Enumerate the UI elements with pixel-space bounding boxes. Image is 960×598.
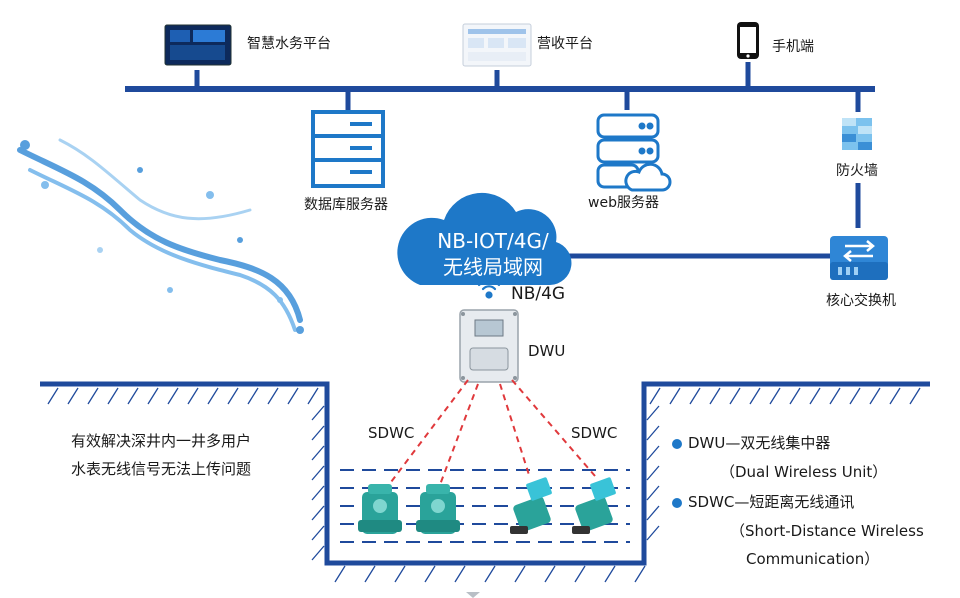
smart-water-platform-label: 智慧水务平台 — [247, 36, 331, 52]
smart-water-screen-icon — [164, 24, 232, 66]
web-server-label: web服务器 — [588, 195, 659, 211]
legend-dwu-text: DWU—双无线集中器 — [688, 434, 831, 452]
sdwc-links — [384, 379, 596, 491]
well-outline — [40, 381, 930, 566]
sdwc-right-label: SDWC — [571, 424, 618, 442]
database-server-icon — [311, 110, 385, 188]
legend-sdwc-en1: （Short-Distance Wireless — [730, 522, 924, 540]
water-meter-3-icon — [510, 477, 552, 534]
network-cloud — [397, 192, 572, 285]
phone-icon — [737, 22, 759, 59]
legend-dwu-en: （Dual Wireless Unit） — [720, 463, 888, 481]
core-switch-label: 核心交换机 — [826, 293, 896, 309]
ground-hatching — [47, 387, 921, 583]
billing-screen-icon — [462, 23, 532, 67]
water-meter-2-icon — [416, 484, 460, 534]
legend-bullet — [672, 497, 682, 508]
scroll-down-icon — [466, 592, 480, 598]
web-server-icon — [596, 113, 672, 192]
wireless-signal-icon — [473, 274, 505, 299]
firewall-icon — [842, 118, 872, 150]
legend-bullet — [672, 438, 682, 449]
cloud-label-line2: 无线局域网 — [443, 255, 543, 279]
mobile-label: 手机端 — [772, 39, 814, 55]
legend-sdwc-en2: Communication） — [746, 550, 880, 568]
cloud-label: NB-IOT/4G/ 无线局域网 — [418, 228, 568, 280]
legend-dwu: DWU—双无线集中器 — [672, 432, 830, 453]
problem-text-line2: 水表无线信号无法上传问题 — [71, 460, 252, 478]
billing-platform-label: 营收平台 — [537, 36, 593, 52]
firewall-label: 防火墙 — [836, 163, 878, 179]
dwu-device-icon — [459, 309, 519, 383]
cloud-label-line1: NB-IOT/4G/ — [437, 229, 549, 253]
water-meter-4-icon — [572, 477, 616, 534]
dwu-label: DWU — [528, 342, 566, 360]
sdwc-left-label: SDWC — [368, 424, 415, 442]
legend-sdwc: SDWC—短距离无线通讯 — [672, 491, 854, 512]
database-server-label: 数据库服务器 — [304, 197, 388, 213]
core-switch-icon — [830, 236, 888, 280]
water-meter-1-icon — [358, 484, 402, 534]
problem-text-line1: 有效解决深井内一井多用户 — [71, 432, 252, 450]
water-splash-image — [17, 138, 304, 334]
legend-sdwc-text: SDWC—短距离无线通讯 — [688, 493, 855, 511]
nb-4g-label: NB/4G — [511, 284, 566, 304]
